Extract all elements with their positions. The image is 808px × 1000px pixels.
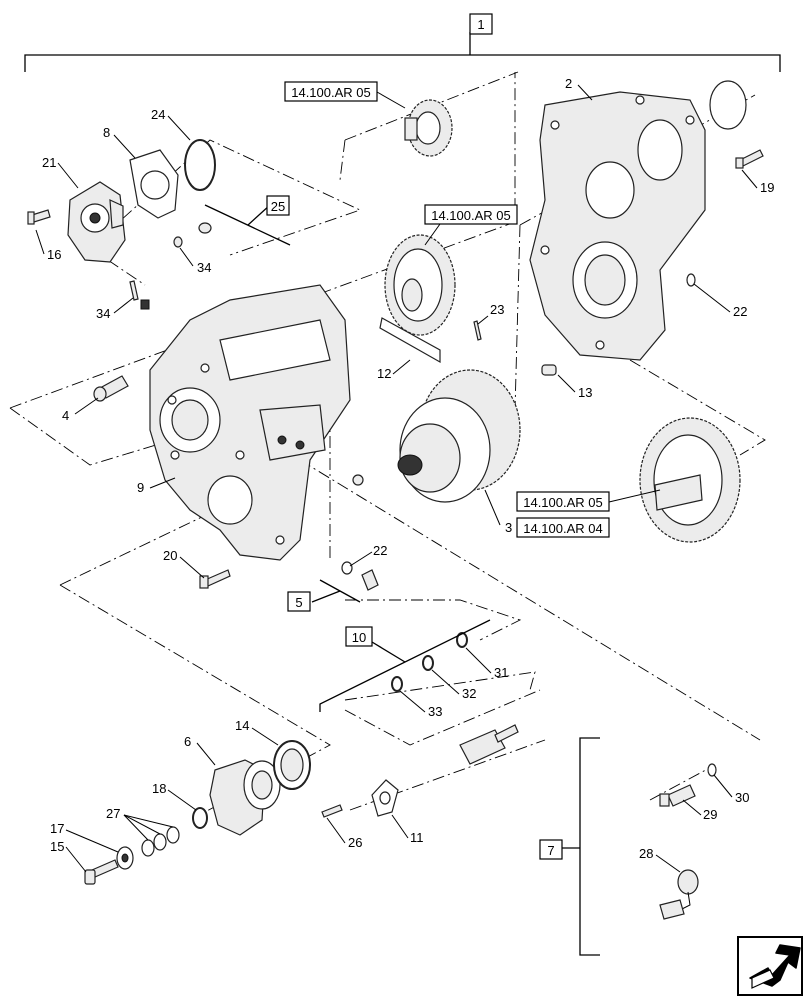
- callout-33: 33: [428, 704, 442, 719]
- bolt-16: [27, 209, 51, 225]
- group-25-label: 25: [271, 199, 285, 214]
- rear-housing-2: [529, 91, 706, 361]
- group-7-bracket: 7: [539, 737, 600, 956]
- callout-3: 3: [505, 520, 512, 535]
- callout-14: 14: [235, 718, 249, 733]
- callout-30: 30: [735, 790, 749, 805]
- ring-22-right: [686, 273, 696, 287]
- yoke-6: [209, 759, 281, 836]
- sensor-29: [659, 784, 696, 807]
- ref-box-clutch: 14.100.AR 04: [484, 489, 610, 538]
- callout-21: 21: [42, 155, 56, 170]
- rings-group-10: [391, 632, 468, 692]
- group-5-label: 5: [295, 595, 302, 610]
- next-page-arrow-icon[interactable]: [737, 936, 803, 996]
- clutch-pack-3: [397, 369, 521, 503]
- shim-washer: [709, 80, 747, 130]
- washer-17: [116, 846, 134, 870]
- connector-28: [659, 869, 699, 920]
- group-10-label: 10: [352, 630, 366, 645]
- group-7-label: 7: [547, 843, 554, 858]
- callout-17: 17: [50, 821, 64, 836]
- o-ring-18: [192, 807, 208, 829]
- bolt-4: [93, 375, 129, 402]
- plug-22-mid: [341, 474, 379, 591]
- screw-23: [473, 320, 482, 341]
- screw-26: [321, 804, 343, 818]
- gear-top: [404, 99, 453, 157]
- dowel-13: [541, 364, 557, 376]
- callout-22-mid: 22: [373, 543, 387, 558]
- callout-6: 6: [184, 734, 191, 749]
- ref-clutch-label: 14.100.AR 04: [523, 521, 603, 536]
- callout-28: 28: [639, 846, 653, 861]
- callout-23: 23: [490, 302, 504, 317]
- o-ring-24: [184, 139, 216, 191]
- callout-34-top: 34: [197, 260, 211, 275]
- callout-19: 19: [760, 180, 774, 195]
- callout-31: 31: [494, 665, 508, 680]
- bolt-20: [199, 569, 231, 589]
- ref-box-top: 14.100.AR 05: [284, 81, 406, 109]
- callout-34-bottom: 34: [96, 306, 110, 321]
- callout-12: 12: [377, 366, 391, 381]
- plate-12: [379, 317, 441, 364]
- ring-30: [707, 763, 717, 777]
- callout-20: 20: [163, 548, 177, 563]
- callout-24: 24: [151, 107, 165, 122]
- plug-34-top: [173, 222, 212, 248]
- pin-34-bottom: [129, 280, 150, 310]
- gear-mid: [384, 234, 456, 336]
- callout-2: 2: [565, 76, 572, 91]
- callout-22-right: 22: [733, 304, 747, 319]
- callout-26: 26: [348, 835, 362, 850]
- bolt-19: [735, 149, 764, 169]
- callout-18: 18: [152, 781, 166, 796]
- gear-right: [639, 417, 741, 543]
- ref-box-right: 14.100.AR 05: [516, 489, 661, 512]
- ref-mid-label: 14.100.AR 05: [431, 208, 511, 223]
- callout-27: 27: [106, 806, 120, 821]
- callout-9: 9: [137, 480, 144, 495]
- assembly-bracket: 1: [24, 13, 781, 72]
- callout-11: 11: [410, 830, 424, 845]
- pump-cover-21: [67, 181, 126, 263]
- ref-box-mid: 14.100.AR 05: [424, 204, 518, 246]
- callout-16: 16: [47, 247, 61, 262]
- callout-29: 29: [703, 807, 717, 822]
- sensor-11: [371, 724, 519, 817]
- ref-right-label: 14.100.AR 05: [523, 495, 603, 510]
- ref-top-label: 14.100.AR 05: [291, 85, 371, 100]
- callout-13: 13: [578, 385, 592, 400]
- main-housing-9: [149, 284, 351, 561]
- callout-32: 32: [462, 686, 476, 701]
- group-10-bracket: 10: [319, 619, 491, 712]
- seal-14: [273, 740, 311, 790]
- assembly-label: 1: [477, 17, 484, 32]
- callout-15: 15: [50, 839, 64, 854]
- callout-4: 4: [62, 408, 69, 423]
- bolt-15: [84, 859, 119, 885]
- callout-8: 8: [103, 125, 110, 140]
- group-5-bracket: 5: [287, 579, 361, 612]
- washers-27: [141, 826, 180, 857]
- gasket-8: [129, 149, 179, 219]
- group-25-bracket: 25: [204, 195, 291, 246]
- callouts: 2 3 4 6 8 9 11 12 13 14 15 16 17 18 19 2…: [35, 76, 774, 873]
